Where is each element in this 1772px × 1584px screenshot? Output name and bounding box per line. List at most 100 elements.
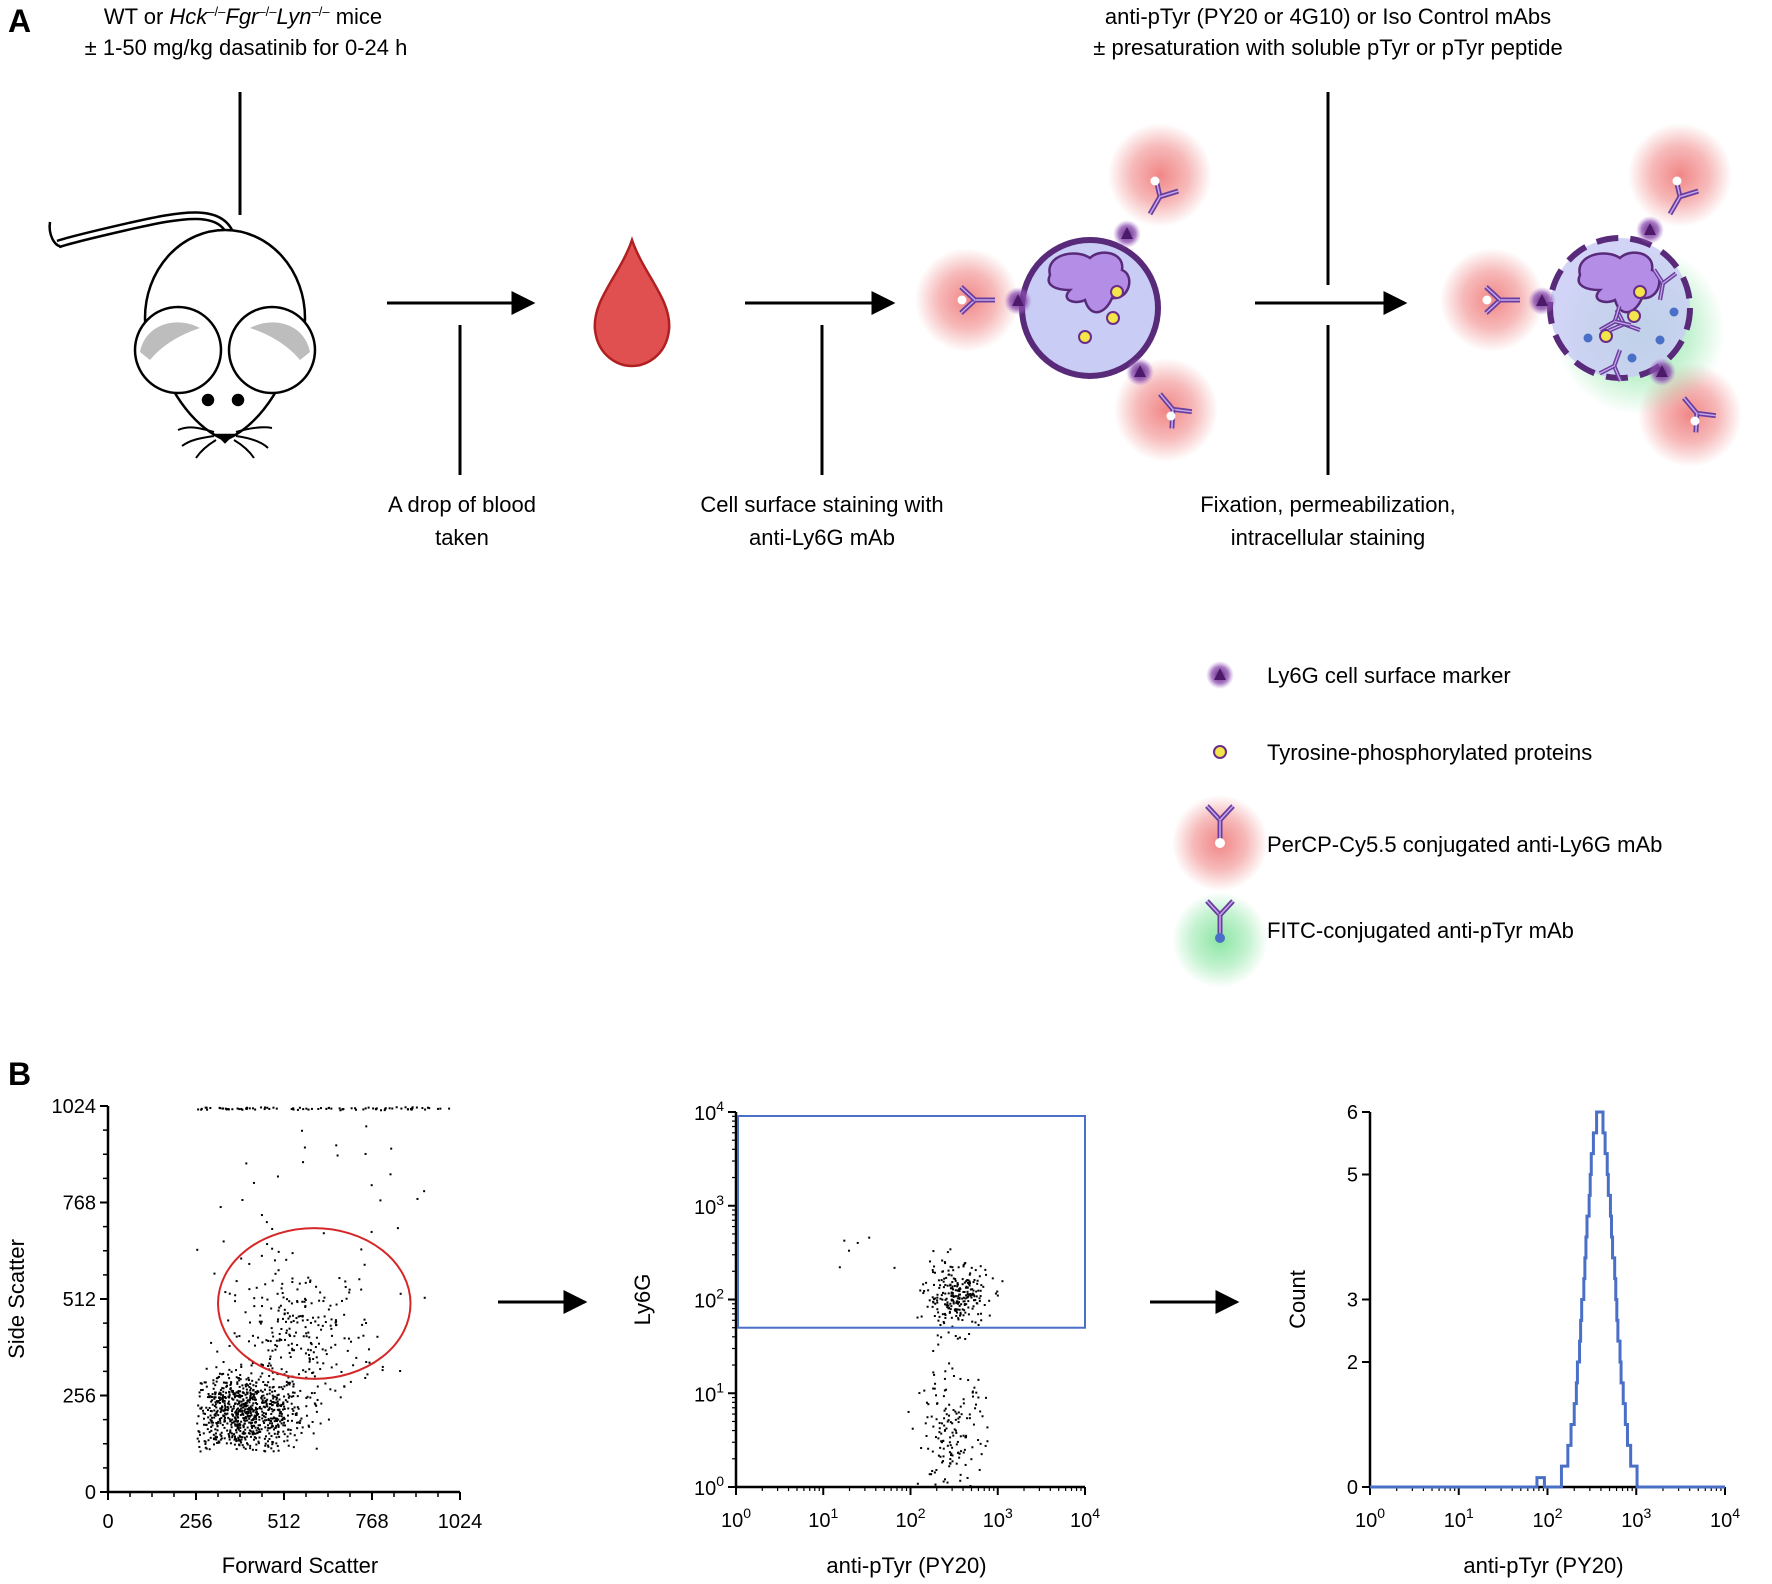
- scatter-point: [210, 1425, 213, 1428]
- x-tick-label: 100: [1355, 1505, 1385, 1532]
- scatter-point: [971, 1391, 974, 1394]
- scatter-point: [933, 1471, 936, 1474]
- scatter-point: [938, 1315, 941, 1318]
- scatter-point: [364, 1152, 367, 1155]
- scatter-point: [278, 1339, 281, 1342]
- scatter-point: [942, 1455, 945, 1458]
- scatter-point: [923, 1389, 926, 1392]
- scatter-point: [317, 1324, 320, 1327]
- scatter-point: [255, 1443, 258, 1446]
- scatter-point: [931, 1296, 934, 1299]
- scatter-point: [426, 1106, 429, 1109]
- scatter-point: [238, 1108, 241, 1111]
- scatter-point: [251, 1393, 254, 1396]
- scatter-point: [245, 1435, 248, 1438]
- scatter-point: [423, 1190, 426, 1193]
- scatter-point: [338, 1277, 341, 1280]
- scatter-point: [218, 1372, 221, 1375]
- scatter-point: [272, 1450, 275, 1453]
- scatter-point: [424, 1108, 427, 1111]
- scatter-point: [946, 1420, 949, 1423]
- scatter-point: [262, 1381, 265, 1384]
- scatter-point: [233, 1433, 236, 1436]
- scatter-point: [291, 1349, 294, 1352]
- scatter-point: [308, 1368, 311, 1371]
- scatter-point: [239, 1440, 242, 1443]
- scatter-point: [964, 1297, 967, 1300]
- scatter-point: [232, 1421, 235, 1424]
- scatter-point: [927, 1289, 930, 1292]
- scatter-point: [959, 1314, 962, 1317]
- scatter-point: [215, 1380, 218, 1383]
- y-tick-label: 3: [1347, 1290, 1358, 1312]
- scatter-point: [275, 1436, 278, 1439]
- scatter-point: [938, 1427, 941, 1430]
- scatter-point: [248, 1379, 251, 1382]
- scatter-point: [204, 1412, 207, 1415]
- scatter-point: [280, 1404, 283, 1407]
- scatter-point: [970, 1458, 973, 1461]
- scatter-point: [252, 1393, 255, 1396]
- scatter-point: [948, 1414, 951, 1417]
- scatter-point: [219, 1419, 222, 1422]
- scatter-point: [310, 1302, 313, 1305]
- scatter-point: [224, 1406, 227, 1409]
- scatter-point: [367, 1348, 370, 1351]
- scatter-point: [272, 1417, 275, 1420]
- scatter-point: [238, 1393, 241, 1396]
- scatter-point: [274, 1344, 277, 1347]
- scatter-point: [358, 1278, 361, 1281]
- scatter-point: [281, 1282, 284, 1285]
- scatter-point: [233, 1394, 236, 1397]
- scatter-point: [251, 1379, 254, 1382]
- scatter-point: [964, 1261, 967, 1264]
- scatter-point: [253, 1416, 256, 1419]
- scatter-point: [282, 1416, 285, 1419]
- scatter-point: [287, 1407, 290, 1410]
- scatter-point: [933, 1271, 936, 1274]
- scatter-point: [936, 1308, 939, 1311]
- scatter-point: [297, 1421, 300, 1424]
- scatter-point: [270, 1327, 273, 1330]
- scatter-point: [244, 1408, 247, 1411]
- mouse-label-line1: WT or Hck–/–Fgr–/–Lyn–/– mice: [104, 4, 382, 29]
- scatter-point: [249, 1405, 252, 1408]
- scatter-point: [980, 1453, 983, 1456]
- scatter-point: [237, 1416, 240, 1419]
- gate-ellipse: [217, 1227, 412, 1380]
- scatter-point: [250, 1372, 253, 1375]
- scatter-point: [235, 1440, 238, 1443]
- scatter-point: [276, 1433, 279, 1436]
- scatter-point: [220, 1437, 223, 1440]
- scatter-point: [283, 1421, 286, 1424]
- scatter-point: [315, 1336, 318, 1339]
- scatter-point: [271, 1417, 274, 1420]
- scatter-point: [985, 1396, 988, 1399]
- scatter-point: [229, 1442, 232, 1445]
- legend-item-label: FITC-conjugated anti-pTyr mAb: [1267, 918, 1574, 943]
- scatter-point: [201, 1388, 204, 1391]
- scatter-point: [973, 1386, 976, 1389]
- percp-antibody-icon: [1172, 795, 1268, 891]
- scatter-point: [245, 1396, 248, 1399]
- scatter-point: [196, 1437, 199, 1440]
- scatter-point: [275, 1339, 278, 1342]
- scatter-point: [948, 1465, 951, 1468]
- scatter-point: [236, 1423, 239, 1426]
- scatter-point: [302, 1369, 305, 1372]
- scatter-point: [230, 1370, 233, 1373]
- scatter-point: [270, 1426, 273, 1429]
- scatter-point: [268, 1402, 271, 1405]
- scatter-point: [286, 1435, 289, 1438]
- step1-label-line2: taken: [435, 525, 489, 550]
- scatter-point: [257, 1336, 260, 1339]
- scatter-point: [954, 1279, 957, 1282]
- scatter-point: [344, 1285, 347, 1288]
- scatter-point: [959, 1287, 962, 1290]
- scatter-point: [943, 1377, 946, 1380]
- scatter-point: [251, 1431, 254, 1434]
- scatter-point: [234, 1392, 237, 1395]
- scatter-point: [282, 1401, 285, 1404]
- scatter-point: [937, 1437, 940, 1440]
- scatter-point: [343, 1313, 346, 1316]
